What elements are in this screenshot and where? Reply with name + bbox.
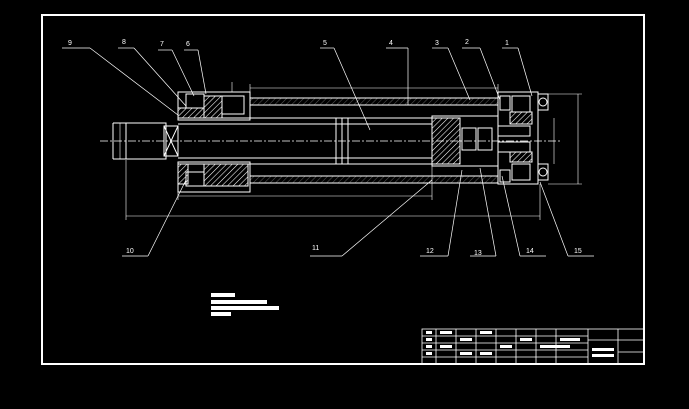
technical-requirements-block bbox=[211, 293, 279, 316]
callout-9: 9 bbox=[68, 40, 72, 47]
callout-12: 12 bbox=[426, 248, 434, 255]
callout-4: 4 bbox=[389, 40, 393, 47]
leader-lines bbox=[62, 47, 594, 257]
callout-7: 7 bbox=[160, 41, 164, 48]
cylinder-barrel bbox=[250, 97, 498, 184]
callout-3: 3 bbox=[435, 40, 439, 47]
callout-1: 1 bbox=[505, 40, 509, 47]
title-block-text-marks bbox=[426, 331, 614, 357]
callout-14: 14 bbox=[526, 248, 534, 255]
callout-11: 11 bbox=[312, 245, 319, 252]
part-callouts: 9 8 7 6 5 4 3 2 1 10 11 12 13 14 15 bbox=[68, 39, 582, 257]
callout-2: 2 bbox=[465, 39, 469, 46]
rear-end-cap bbox=[497, 91, 549, 185]
callout-13: 13 bbox=[474, 250, 482, 257]
rod-end-eye bbox=[112, 122, 179, 160]
callout-6: 6 bbox=[186, 41, 190, 48]
callout-8: 8 bbox=[122, 39, 126, 46]
title-block bbox=[421, 328, 645, 365]
outer-border bbox=[41, 14, 645, 365]
piston bbox=[431, 112, 499, 170]
callout-5: 5 bbox=[323, 40, 327, 47]
front-end-cap bbox=[177, 91, 251, 193]
dimension-lines bbox=[119, 82, 582, 220]
callout-15: 15 bbox=[574, 248, 582, 255]
callout-10: 10 bbox=[126, 248, 134, 255]
